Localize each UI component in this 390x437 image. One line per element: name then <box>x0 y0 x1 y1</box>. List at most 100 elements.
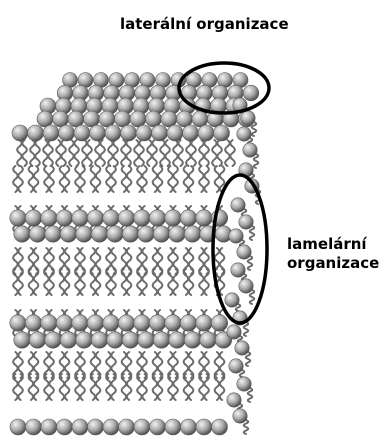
lipid-head <box>227 393 241 407</box>
lipid-tail <box>160 140 164 166</box>
lipid-head <box>231 198 245 212</box>
lipid-head <box>196 419 212 435</box>
lipid-tail <box>48 140 52 166</box>
lipid-tail <box>248 256 252 270</box>
lipid-head <box>41 419 57 435</box>
lipid-head <box>169 332 185 348</box>
lipid-head <box>150 419 166 435</box>
lipid-head <box>76 226 92 242</box>
lipid-tail <box>69 140 73 166</box>
lipid-head <box>99 111 115 127</box>
lipid-head <box>180 210 196 226</box>
lipid-tail <box>65 166 69 192</box>
lipid-tail <box>49 166 53 192</box>
lipid-head <box>29 332 45 348</box>
lipid-head <box>74 125 90 141</box>
lipid-head <box>87 210 103 226</box>
lipid-head <box>56 210 72 226</box>
lipid-head <box>28 125 44 141</box>
lipid-tail <box>82 140 86 166</box>
lipid-head <box>243 143 257 157</box>
lipid-tail <box>121 140 125 166</box>
lipid-head <box>118 315 134 331</box>
lipid-tail <box>147 140 151 166</box>
lipid-head <box>214 125 230 141</box>
lipid-tail <box>248 388 252 402</box>
lipid-head <box>121 125 137 141</box>
lipid-head <box>14 332 30 348</box>
lipid-head <box>239 215 253 229</box>
lipid-head <box>225 293 239 307</box>
lipid-head <box>72 210 88 226</box>
lipid-head <box>59 125 75 141</box>
lipid-head <box>56 315 72 331</box>
lipid-head <box>53 111 69 127</box>
lipid-head <box>165 210 181 226</box>
lipid-tail <box>250 290 254 304</box>
lipid-head <box>211 315 227 331</box>
lipid-head <box>229 359 243 373</box>
lipid-head <box>10 315 26 331</box>
lipid-tail <box>91 166 95 192</box>
lipid-tail <box>95 140 99 166</box>
lipid-head <box>134 210 150 226</box>
lipid-head <box>90 125 106 141</box>
lipid-tail <box>30 140 34 166</box>
lipid-head <box>233 409 247 423</box>
lipid-tail <box>87 140 91 166</box>
lamellar-organization-label: lamelární organizace <box>287 235 379 273</box>
lipid-tail <box>212 140 216 166</box>
lamellar-label-line-1: lamelární <box>287 235 379 254</box>
lipid-head <box>10 210 26 226</box>
lipid-tail <box>250 226 254 240</box>
lipid-tail <box>108 140 112 166</box>
lipid-tail <box>204 166 208 192</box>
lipid-tail <box>122 166 126 192</box>
lipid-tail <box>80 166 84 192</box>
lipid-head <box>72 315 88 331</box>
lipid-head <box>84 111 100 127</box>
lipid-tail <box>225 140 229 166</box>
lipid-head <box>14 226 30 242</box>
lipid-head <box>184 226 200 242</box>
lipid-tail <box>230 140 234 166</box>
lipid-head <box>72 419 88 435</box>
lipid-head <box>167 125 183 141</box>
lipid-head <box>134 315 150 331</box>
lipid-head <box>237 245 251 259</box>
lipid-head <box>149 315 165 331</box>
lipid-tail <box>189 166 193 192</box>
lipid-tail <box>199 166 203 192</box>
lipid-head <box>138 332 154 348</box>
lipid-head <box>103 210 119 226</box>
lipid-head <box>68 111 84 127</box>
lipid-tail <box>61 140 65 166</box>
lipid-tail <box>184 166 188 192</box>
lipid-tail <box>139 140 143 166</box>
lipid-tail <box>244 322 248 336</box>
lipid-tail <box>246 352 250 366</box>
lipid-head <box>153 332 169 348</box>
lipid-head <box>243 85 259 101</box>
lipid-head <box>25 210 41 226</box>
lipid-head <box>161 111 177 127</box>
lipid-head <box>138 226 154 242</box>
lipid-head <box>57 419 73 435</box>
lipid-tail <box>204 140 208 166</box>
lipid-tails <box>13 109 260 434</box>
lipid-head <box>10 419 26 435</box>
lipid-tail <box>35 140 39 166</box>
lipid-tail <box>134 140 138 166</box>
lipid-tail <box>100 140 104 166</box>
lipid-head <box>105 125 121 141</box>
lipid-head <box>229 229 243 243</box>
lipid-head <box>12 125 28 141</box>
lipid-tail <box>186 140 190 166</box>
lipid-head <box>45 332 61 348</box>
lipid-tail <box>106 166 110 192</box>
lipid-tail <box>29 166 33 192</box>
lipid-tail <box>191 140 195 166</box>
lipid-tail <box>244 420 248 434</box>
lipid-head <box>26 419 42 435</box>
lipid-tail <box>13 166 17 192</box>
